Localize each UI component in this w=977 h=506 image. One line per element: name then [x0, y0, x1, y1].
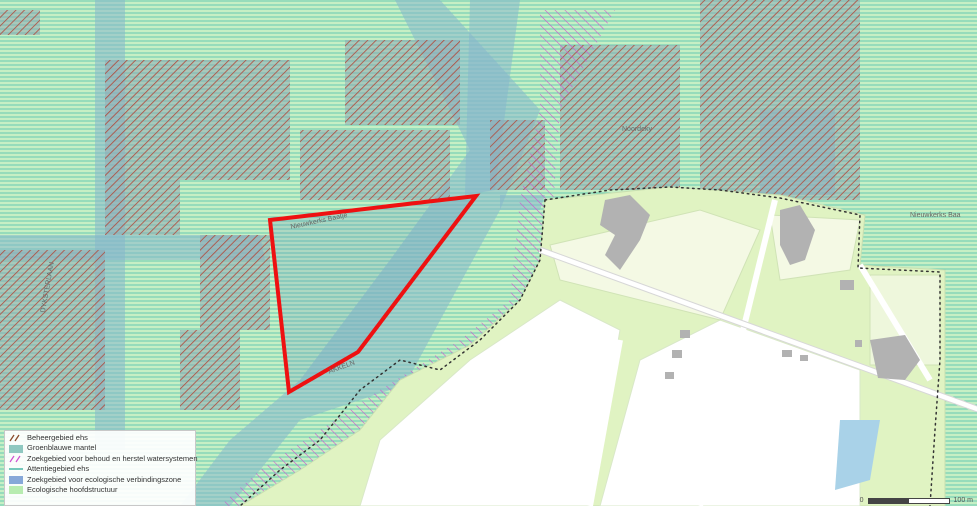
legend-item-beheergebied: Beheergebied ehs — [9, 433, 191, 443]
brown-hatch-icon — [9, 434, 20, 442]
blue-fill-icon — [9, 475, 23, 484]
ehs-boundary — [239, 186, 941, 506]
legend-label: Attentiegebied ehs — [27, 464, 90, 474]
scale-label-right: 100 m — [953, 497, 973, 504]
parcels-layer — [239, 186, 946, 506]
place-label-noorderly: Noordeky — [622, 126, 652, 133]
project-area-outline[interactable] — [267, 193, 481, 396]
scale-bar-graphic — [867, 497, 950, 504]
teal-line-icon — [9, 468, 23, 471]
roads-layer — [538, 199, 977, 506]
beheergebied-layer — [0, 0, 860, 410]
legend-item-attentiegebied: Attentiegebied ehs — [9, 464, 191, 474]
legend-item-groenblauwe-mantel: Groenblauwe mantel — [9, 443, 191, 453]
legend-label: Ecologische hoofdstructuur — [27, 485, 118, 495]
street-label-nieuwkerks-baan: Nieuwkerks Baa — [910, 212, 961, 219]
legend-label: Groenblauwe mantel — [27, 443, 97, 453]
map-legend: Beheergebied ehs Groenblauwe mantel Zoek… — [4, 430, 198, 506]
legend-item-watersystemen: Zoekgebied voor behoud en herstel waters… — [9, 454, 198, 464]
teal-fill-icon — [9, 444, 23, 453]
magenta-hatch-icon — [9, 455, 21, 463]
scale-label-left: 0 — [859, 497, 864, 504]
road-edges — [539, 246, 977, 413]
legend-label: Beheergebied ehs — [27, 433, 88, 442]
legend-item-ecologische-hoofdstructuur: Ecologische hoofdstructuur — [9, 485, 191, 495]
legend-label: Zoekgebied voor behoud en herstel waters… — [27, 453, 198, 463]
green-fill-icon — [9, 486, 23, 495]
scale-bar: 0 100 m — [860, 497, 973, 504]
legend-item-verbindingszone: Zoekgebied voor ecologische verbindingsz… — [9, 475, 191, 485]
legend-label: Zoekgebied voor ecologische verbindingsz… — [27, 474, 182, 484]
buildings-layer — [600, 195, 920, 380]
